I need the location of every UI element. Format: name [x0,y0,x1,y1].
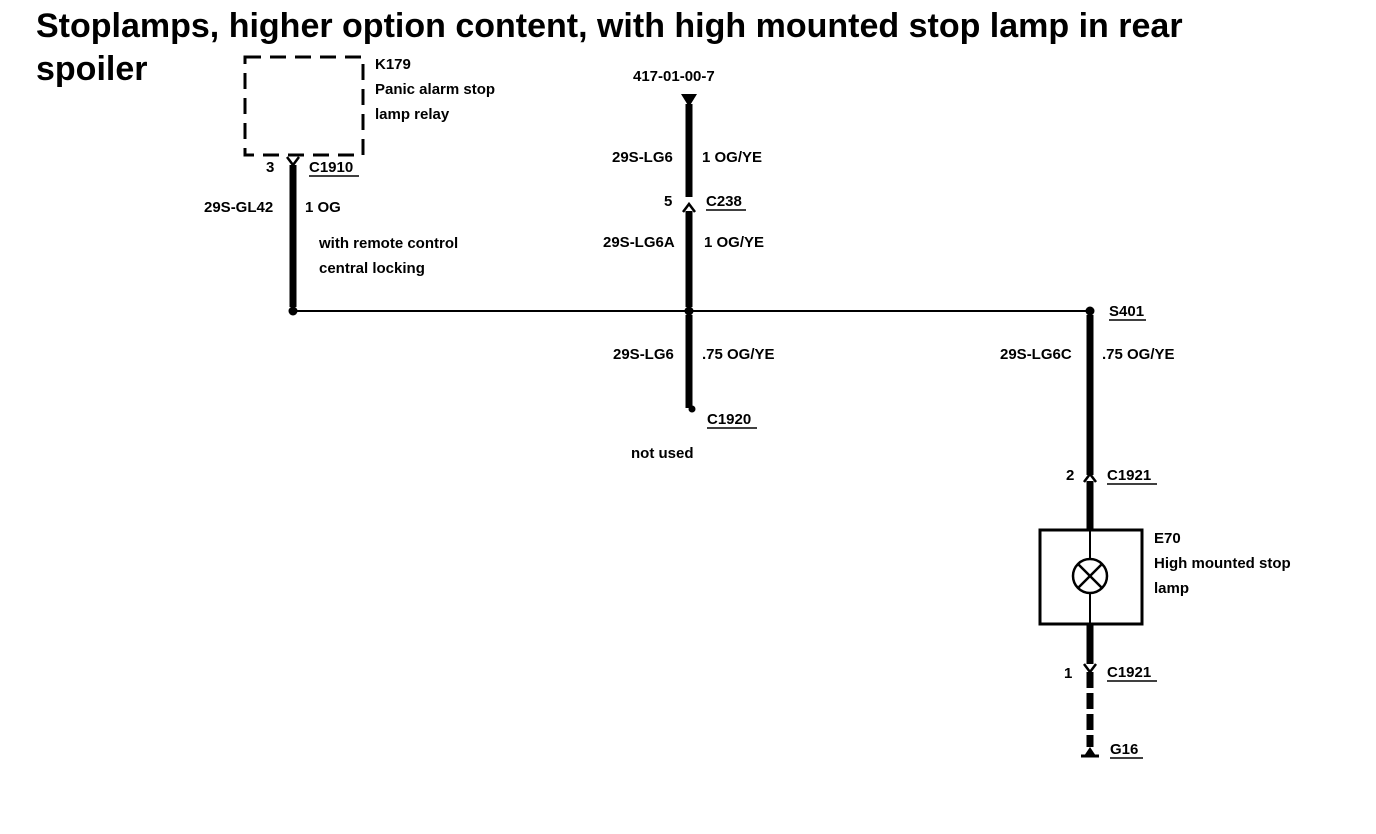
option-note-line1: with remote control [318,235,458,252]
lamp-desc-line2: lamp [1154,580,1189,597]
wire-size-top: 1 OG/YE [702,149,762,166]
connector-c1921-top: C1921 [1107,467,1151,484]
wire-size-mid: 1 OG/YE [704,234,764,251]
wire-size-1-og: 1 OG [305,199,341,216]
ground-g16: G16 [1110,741,1138,758]
connector-pin-c1921-top [1083,471,1097,483]
relay-desc-line2: lamp relay [375,106,450,123]
relay-k179-box [243,55,365,157]
c1921-bottom-pin-number: 1 [1064,665,1072,682]
connector-pin-c1910 [286,156,300,168]
circuit-29s-lg6-bottom: 29S-LG6 [613,346,674,363]
page-title: Stoplamps, higher option content, with h… [36,7,1183,45]
splice-dot-s401 [1085,306,1095,316]
connector-c1920: C1920 [707,411,751,428]
c1921-top-pin-number: 2 [1066,467,1074,484]
reference-417-01-00-7: 417-01-00-7 [633,68,715,85]
circuit-29s-lg6-top: 29S-LG6 [612,149,673,166]
relay-desc-line1: Panic alarm stop [375,81,495,98]
c238-pin-number: 5 [664,193,672,210]
circuit-29s-lg6a: 29S-LG6A [603,234,675,251]
lamp-desc-line1: High mounted stop [1154,555,1291,572]
not-used-note: not used [631,445,694,462]
relay-pin-number: 3 [266,159,274,176]
connector-c1921-bottom: C1921 [1107,664,1151,681]
ground-icon [1081,747,1099,758]
relay-id: K179 [375,56,411,73]
reference-arrow [681,94,697,107]
option-note-line2: central locking [319,260,425,277]
circuit-29s-gl42: 29S-GL42 [204,199,273,216]
wire-end-c1920 [688,405,696,413]
connector-c238: C238 [706,193,742,210]
connector-c1910: C1910 [309,159,353,176]
lamp-bulb-icon [1071,557,1109,595]
wire-size-lamp: .75 OG/YE [1102,346,1175,363]
junction-dot-center [684,306,694,316]
lamp-id: E70 [1154,530,1181,547]
splice-s401: S401 [1109,303,1144,320]
wire-size-bottom: .75 OG/YE [702,346,775,363]
page-title-line2: spoiler [36,50,147,88]
connector-pin-c1921-bottom [1083,663,1097,675]
circuit-29s-lg6c: 29S-LG6C [1000,346,1072,363]
connector-pin-c238 [682,201,696,213]
